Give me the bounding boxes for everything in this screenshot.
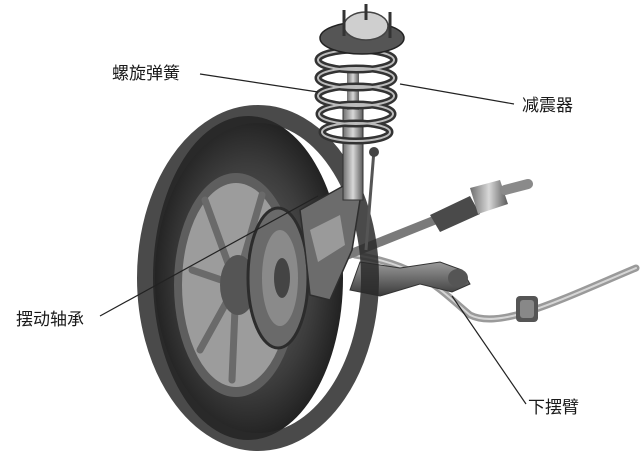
leader-line-shock-absorber: [399, 83, 515, 105]
label-shock-absorber: 减震器: [522, 96, 573, 116]
steering-knuckle: [299, 184, 361, 301]
brake-disc: [246, 206, 310, 350]
leader-line-lower-control-arm: [451, 295, 527, 405]
leader-lines: [99, 73, 527, 405]
label-lower-control-arm: 下摆臂: [528, 398, 579, 418]
top-mount: [319, 4, 405, 55]
leader-line-coil-spring: [199, 73, 319, 93]
drive-shaft: [325, 179, 533, 267]
label-coil-spring: 螺旋弹簧: [112, 64, 180, 84]
leader-line-swing-bearing: [99, 195, 319, 317]
label-swing-bearing: 摆动轴承: [16, 310, 84, 330]
